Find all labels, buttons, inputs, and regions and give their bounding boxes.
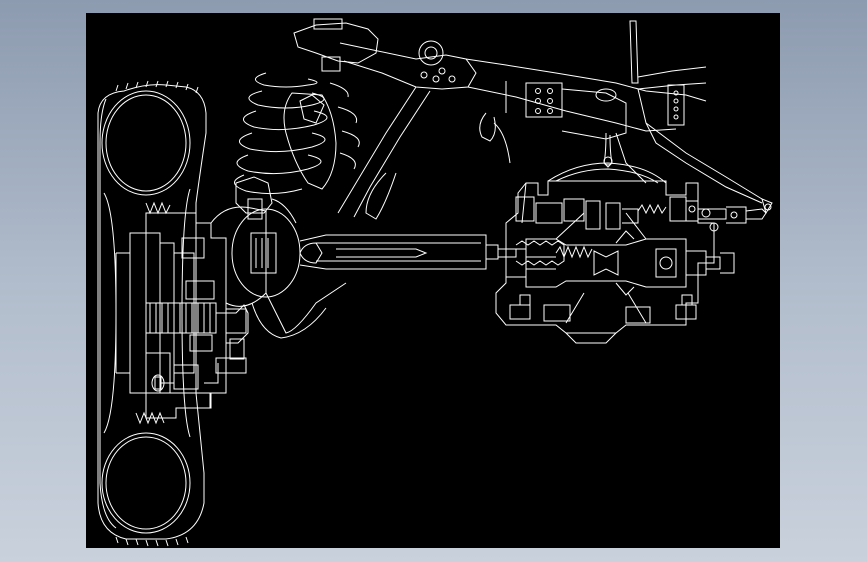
cv-joint-icon: [211, 207, 346, 338]
upper-frame-arm-icon: [338, 41, 706, 219]
suspension-cad-drawing: [86, 13, 780, 548]
shock-absorber-icon: [234, 19, 378, 223]
drawing-canvas: [86, 13, 780, 548]
differential-housing-icon: [496, 163, 734, 343]
steering-column-icon: [604, 21, 772, 213]
tire-icon: [98, 81, 206, 546]
wheel-hub-icon: [116, 213, 248, 418]
drive-shaft-icon: [300, 235, 564, 269]
tie-rod-icon: [698, 207, 766, 223]
